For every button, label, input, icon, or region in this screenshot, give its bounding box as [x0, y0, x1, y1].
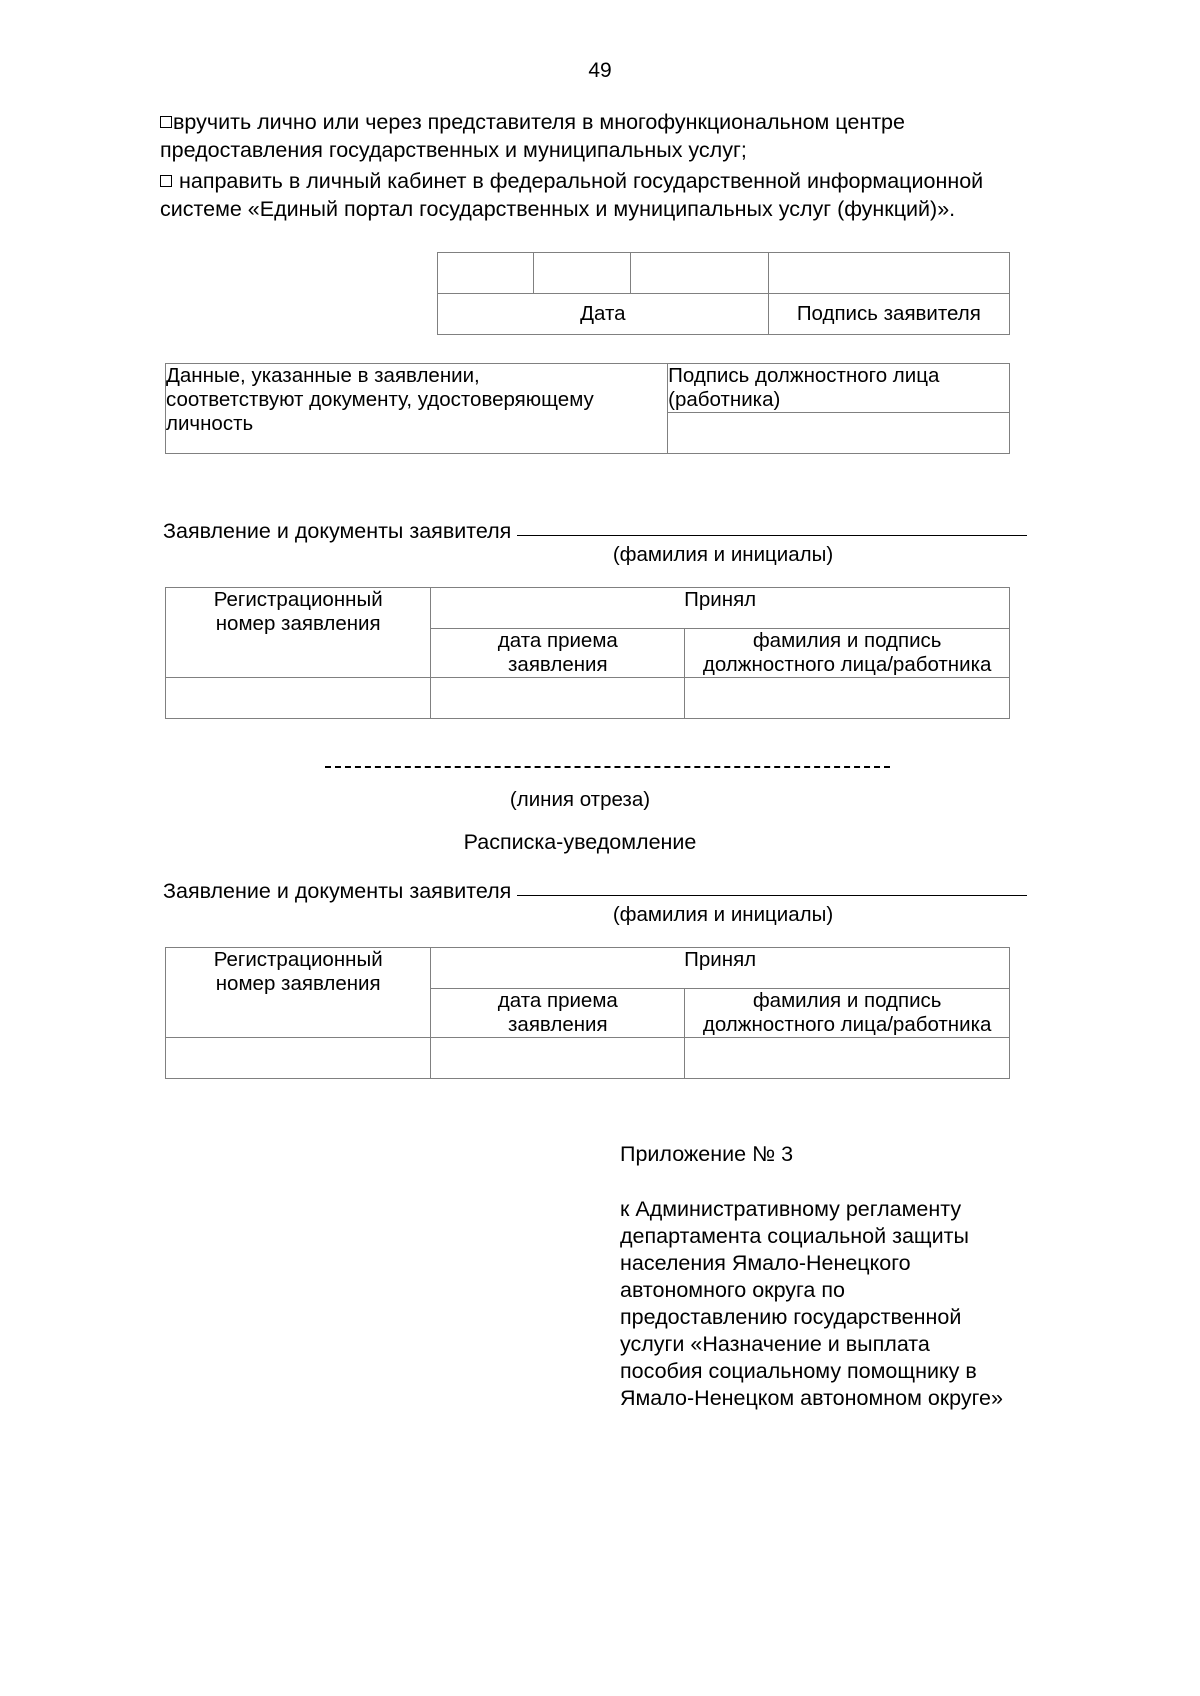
col-acceptance-date-line2: заявления [508, 653, 608, 676]
official-signature-label: Подпись должностного лица (работника) [667, 363, 1010, 413]
applicant-name-rule[interactable] [517, 879, 1028, 896]
col-official-name-signature-line1: фамилия и подпись [752, 629, 942, 652]
label-applicant-signature: Подпись заявителя [767, 293, 1011, 335]
checkbox-empty-icon[interactable] [160, 175, 172, 187]
label-date: Дата [437, 293, 769, 335]
data-verification-table: Данные, указанные в заявлении, соответст… [164, 363, 1010, 454]
official-signature-field[interactable] [667, 412, 1010, 454]
appendix-body-line-7: пособия социальному помощнику в [620, 1359, 977, 1383]
table-row: Данные, указанные в заявлении, соответст… [164, 363, 1010, 454]
table-row: Дата Подпись заявителя [437, 293, 1011, 335]
col-registration-number-line2: номер заявления [215, 972, 381, 995]
table-row [164, 1037, 1010, 1079]
appendix-body: к Административному регламенту департаме… [620, 1196, 1060, 1412]
delivery-option-epgu[interactable]: направить в личный кабинет в федеральной… [160, 167, 1062, 195]
col-accepted-by: Принял [430, 587, 1010, 629]
page-number: 49 [588, 59, 612, 82]
col-registration-number-line2: номер заявления [215, 612, 381, 635]
col-registration-number-line1: Регистрационный [213, 948, 383, 971]
col-official-name-signature-line1: фамилия и подпись [752, 989, 942, 1012]
table-row [436, 252, 1011, 294]
appendix-body-line-3: населения Ямало-Ненецкого [620, 1251, 911, 1275]
date-signature-table: Дата Подпись заявителя [436, 252, 1011, 335]
table-row [166, 412, 1010, 454]
applicant-name-caption-2: (фамилия и инициалы) [612, 903, 834, 926]
registration-receipt-table: Регистрационный номер заявления Принял д… [164, 947, 1010, 1079]
delivery-option-epgu-line2: системе «Единый портал государственных и… [160, 197, 956, 221]
data-verification-statement: Данные, указанные в заявлении, соответст… [164, 363, 669, 454]
statement-line-3: личность [166, 412, 254, 435]
appendix-body-line-2: департамента социальной защиты [620, 1224, 969, 1248]
col-registration-number-line1: Регистрационный [213, 588, 383, 611]
cut-line-dashes [325, 766, 890, 768]
applicant-documents-label: Заявление и документы заявителя [163, 879, 512, 903]
applicant-name-caption-1: (фамилия и инициалы) [612, 543, 834, 566]
field-acceptance-date[interactable] [430, 677, 686, 719]
official-signature-line-2: (работника) [668, 388, 781, 411]
col-acceptance-date: дата приема заявления [430, 988, 686, 1038]
delivery-option-mfc-line2-wrap: предоставления государственных и муницип… [160, 136, 1062, 164]
field-registration-number[interactable] [164, 677, 432, 719]
registration-receipt-table: Регистрационный номер заявления Принял д… [164, 587, 1010, 719]
official-signature-line-1: Подпись должностного лица [668, 364, 940, 387]
appendix-body-line-5: предоставлению государственной [620, 1305, 962, 1329]
appendix-body-line-4: автономного округа по [620, 1278, 845, 1302]
receipt-notice-title: Расписка-уведомление [463, 830, 697, 854]
delivery-option-mfc[interactable]: вручить личнo или через представителя в … [160, 108, 1062, 136]
col-official-name-signature-line2: должностного лица/работника [702, 1013, 992, 1036]
date-cell-2[interactable] [533, 252, 632, 294]
field-acceptance-date[interactable] [430, 1037, 686, 1079]
checkbox-empty-icon[interactable] [160, 116, 172, 128]
date-cell-1[interactable] [436, 252, 535, 294]
field-official-name-signature[interactable] [684, 1037, 1010, 1079]
applicant-documents-line-2: Заявление и документы заявителя [163, 878, 1053, 904]
delivery-option-mfc-line1: вручить личнo или через представителя в … [173, 110, 905, 134]
col-acceptance-date-line1: дата приема [497, 989, 618, 1012]
col-official-name-signature: фамилия и подпись должностного лица/рабо… [684, 628, 1010, 678]
signature-cell[interactable] [767, 252, 1011, 294]
col-registration-number: Регистрационный номер заявления [164, 947, 432, 1038]
date-cell-3[interactable] [630, 252, 769, 294]
table-row [164, 677, 1010, 719]
table-row: Регистрационный номер заявления Принял [164, 947, 1010, 1038]
col-official-name-signature: фамилия и подпись должностного лица/рабо… [684, 988, 1010, 1038]
appendix-body-line-6: услуги «Назначение и выплата [620, 1332, 930, 1356]
applicant-name-rule[interactable] [517, 519, 1028, 536]
statement-line-2: соответствуют документу, удостоверяющему [166, 388, 594, 411]
table-row: Регистрационный номер заявления Принял [164, 587, 1010, 678]
applicant-documents-line-1: Заявление и документы заявителя [163, 518, 1053, 544]
applicant-documents-label: Заявление и документы заявителя [163, 519, 512, 543]
cut-line-caption: (линия отреза) [509, 788, 651, 811]
delivery-option-epgu-line2-wrap: системе «Единый портал государственных и… [160, 195, 1062, 223]
col-official-name-signature-line2: должностного лица/работника [702, 653, 992, 676]
col-accepted-by: Принял [430, 947, 1010, 989]
appendix-block: Приложение № 3 к Административному регла… [620, 1141, 1060, 1412]
appendix-body-line-1: к Административному регламенту [620, 1197, 962, 1221]
col-acceptance-date: дата приема заявления [430, 628, 686, 678]
delivery-options-block: вручить личнo или через представителя в … [160, 108, 1062, 223]
col-acceptance-date-line1: дата приема [497, 629, 618, 652]
delivery-option-mfc-line2: предоставления государственных и муницип… [160, 138, 747, 162]
appendix-title: Приложение № 3 [620, 1142, 794, 1166]
statement-line-1: Данные, указанные в заявлении, [166, 364, 480, 387]
appendix-body-line-8: Ямало-Ненецком автономном округе» [620, 1386, 1003, 1410]
table-row: дата приема заявления фамилия и подпись … [166, 988, 1010, 1038]
cut-line [325, 766, 890, 778]
col-registration-number: Регистрационный номер заявления [164, 587, 432, 678]
field-registration-number[interactable] [164, 1037, 432, 1079]
field-official-name-signature[interactable] [684, 677, 1010, 719]
delivery-option-epgu-line1: направить в личный кабинет в федеральной… [179, 169, 984, 193]
col-acceptance-date-line2: заявления [508, 1013, 608, 1036]
